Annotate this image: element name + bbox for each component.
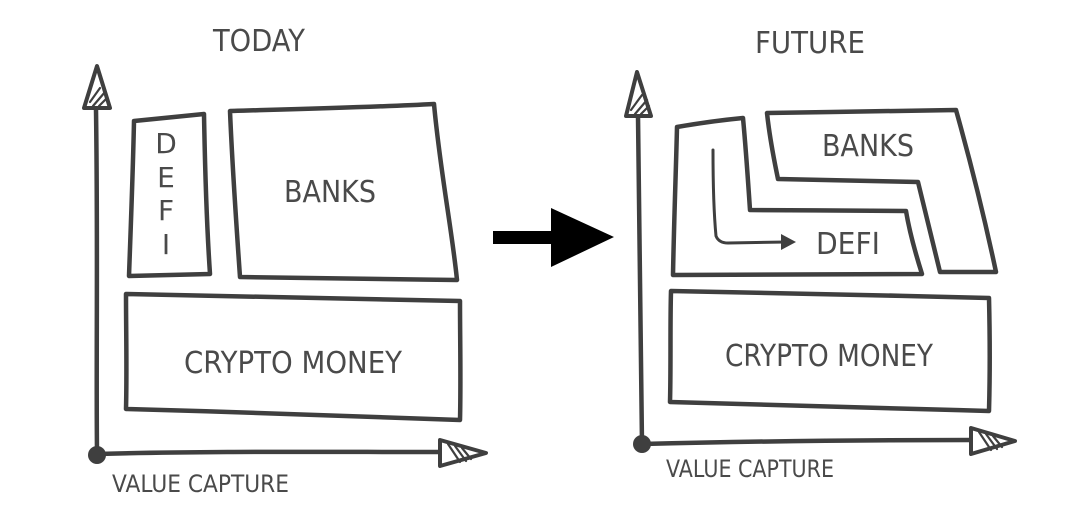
future-banks-label: BANKS (822, 129, 914, 164)
future-title: FUTURE (755, 26, 865, 61)
today-axis-label: VALUE CAPTURE (112, 470, 289, 498)
today-banks-box (227, 101, 460, 283)
future-axis-origin (633, 435, 651, 453)
future-defi-flow-line (711, 148, 788, 245)
today-y-axis (93, 107, 100, 455)
today-defi-letter-f: F (158, 194, 174, 227)
future-defi-box (670, 115, 925, 278)
future-x-axis-arrowhead (969, 426, 1017, 456)
today-crypto-money-box (123, 291, 463, 423)
today-defi-box (126, 111, 213, 279)
future-crypto-money-label: CRYPTO MONEY (725, 339, 934, 374)
today-axis-origin (88, 446, 106, 464)
future-crypto-money-box (667, 288, 992, 414)
today-defi-letter-d: D (155, 127, 177, 160)
future-defi-label: DEFI (816, 227, 880, 262)
today-defi-letter-e: E (157, 161, 175, 194)
transition-arrow (493, 208, 614, 267)
today-banks-label: BANKS (284, 175, 376, 210)
today-defi-letter-i: I (162, 228, 170, 261)
future-y-axis (635, 113, 645, 447)
today-panel: TODAY VALUE CAPTURE D E F I BANKS C (82, 24, 488, 498)
future-axis-label: VALUE CAPTURE (666, 455, 834, 483)
today-x-axis-arrowhead (438, 438, 488, 468)
future-panel: FUTURE VALUE CAPTURE BANKS DEFI CRYPT (624, 26, 1017, 483)
future-banks-box (764, 107, 999, 275)
future-x-axis (639, 437, 975, 447)
today-crypto-money-label: CRYPTO MONEY (184, 346, 403, 381)
future-y-axis-arrowhead (624, 70, 653, 118)
today-title: TODAY (212, 24, 306, 59)
today-y-axis-arrowhead (82, 64, 112, 110)
future-defi-flow-arrowhead (781, 234, 796, 250)
today-x-axis (94, 449, 443, 457)
